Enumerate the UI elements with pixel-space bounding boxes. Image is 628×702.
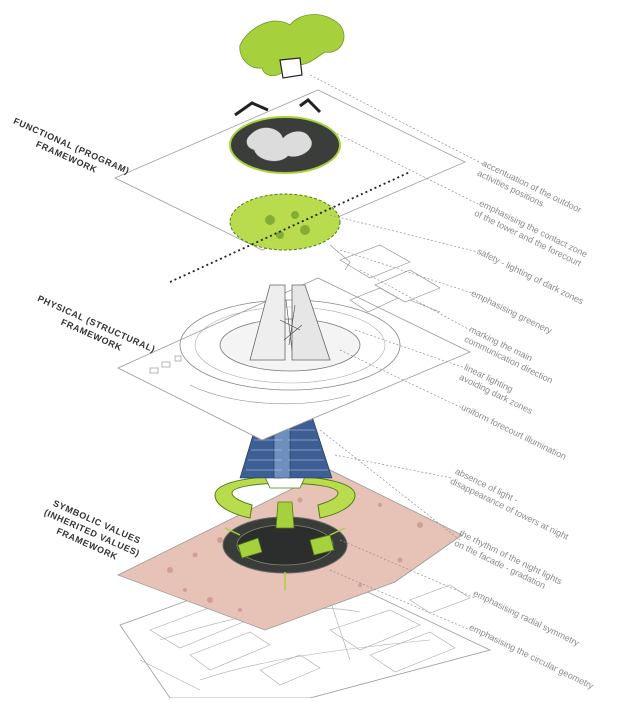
symbolic-map-plane [118, 470, 462, 630]
greenery-shapes [240, 14, 344, 78]
physical-plane [118, 245, 470, 440]
